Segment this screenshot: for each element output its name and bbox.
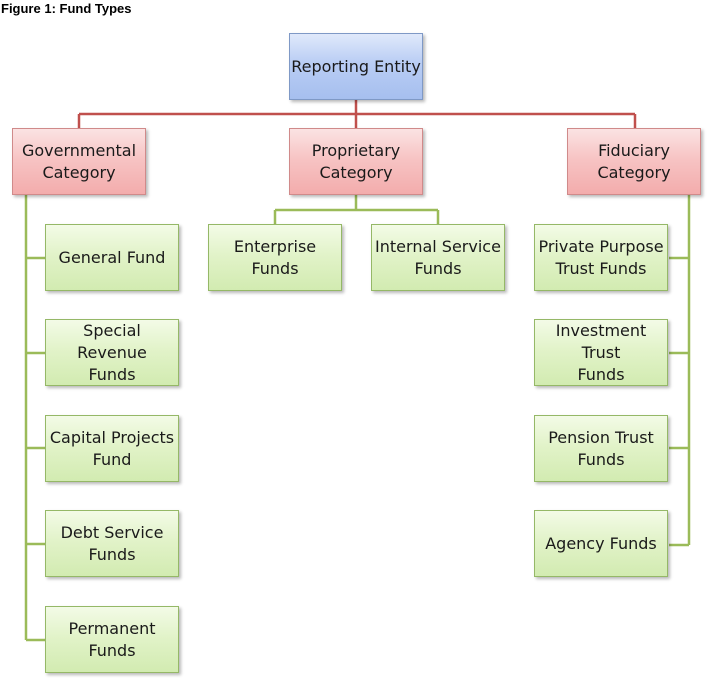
special-revenue-funds-label: Special Revenue Funds	[77, 320, 147, 384]
private-purpose-trust-funds-label: Private Purpose Trust Funds	[538, 236, 664, 278]
reporting-entity-label: Reporting Entity	[291, 56, 421, 76]
internal-service-funds-label: Internal Service Funds	[375, 236, 501, 278]
proprietary-category-label: Proprietary Category	[311, 140, 401, 182]
capital-projects-fund-node: Capital Projects Fund	[45, 415, 179, 482]
governmental-category-label: Governmental Category	[21, 140, 137, 182]
capital-projects-fund-label: Capital Projects Fund	[49, 427, 175, 469]
fiduciary-category-label: Fiduciary Category	[597, 140, 671, 182]
general-fund-node: General Fund	[45, 224, 179, 291]
governmental-connectors	[24, 195, 45, 642]
investment-trust-funds-label: Investment Trust Funds	[555, 320, 647, 384]
special-revenue-funds-node: Special Revenue Funds	[45, 319, 179, 386]
enterprise-funds-node: Enterprise Funds	[208, 224, 342, 291]
pension-trust-funds-label: Pension Trust Funds	[548, 427, 654, 469]
agency-funds-label: Agency Funds	[545, 533, 657, 553]
debt-service-funds-label: Debt Service Funds	[60, 522, 164, 564]
agency-funds-node: Agency Funds	[534, 510, 668, 577]
internal-service-funds-node: Internal Service Funds	[371, 224, 505, 291]
general-fund-label: General Fund	[58, 247, 166, 267]
proprietary-category-node: Proprietary Category	[289, 128, 423, 195]
reporting-entity-node: Reporting Entity	[289, 33, 423, 100]
private-purpose-trust-funds-node: Private Purpose Trust Funds	[534, 224, 668, 291]
fiduciary-category-node: Fiduciary Category	[567, 128, 701, 195]
root-connectors	[77, 100, 637, 129]
pension-trust-funds-node: Pension Trust Funds	[534, 415, 668, 482]
figure-title: Figure 1: Fund Types	[1, 1, 132, 16]
governmental-category-node: Governmental Category	[12, 128, 146, 195]
permanent-funds-node: Permanent Funds	[45, 606, 179, 673]
investment-trust-funds-node: Investment Trust Funds	[534, 319, 668, 386]
proprietary-connectors	[273, 195, 440, 224]
fiduciary-connectors	[669, 195, 691, 547]
permanent-funds-label: Permanent Funds	[68, 618, 156, 660]
enterprise-funds-label: Enterprise Funds	[233, 236, 317, 278]
debt-service-funds-node: Debt Service Funds	[45, 510, 179, 577]
